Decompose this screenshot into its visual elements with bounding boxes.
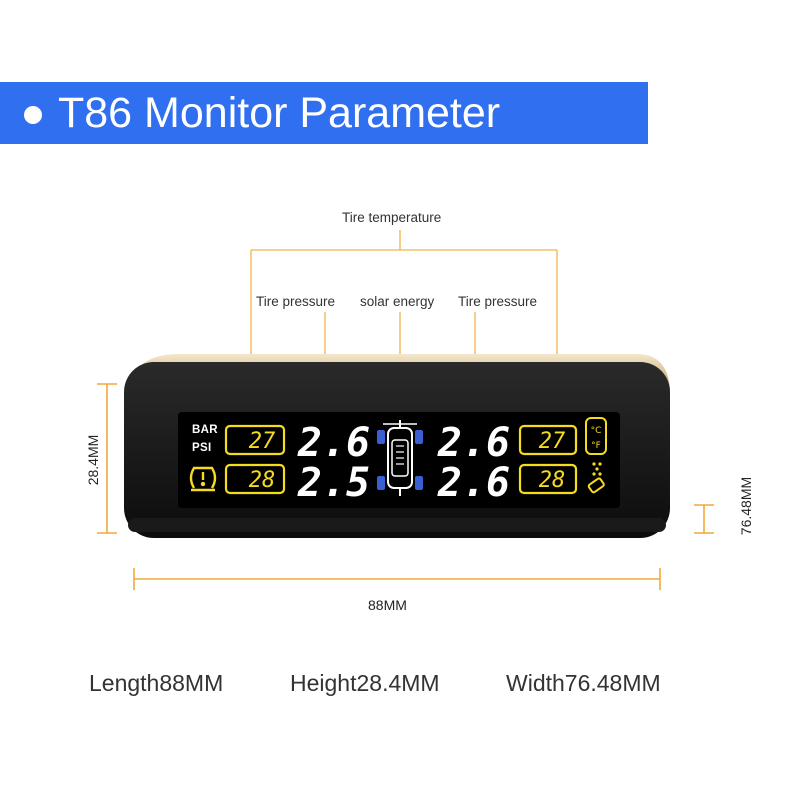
callout-solar-energy: solar energy <box>358 294 437 309</box>
left-pressure-top: 2.6 <box>297 420 370 466</box>
spec-height: Height28.4MM <box>290 670 440 696</box>
page-title: T86 Monitor Parameter <box>58 89 501 137</box>
callout-tire-pressure-right: Tire pressure <box>456 294 540 309</box>
left-pressure-bottom: 2.5 <box>297 460 370 506</box>
tire-rl-icon <box>377 476 385 490</box>
left-temp-bottom: 28 <box>249 468 276 493</box>
svg-text:°C: °C <box>591 426 602 436</box>
lcd-screen <box>178 412 620 508</box>
tire-fl-icon <box>377 430 385 444</box>
battery-icon <box>587 477 605 494</box>
left-temp-top-box <box>224 424 286 456</box>
spec-length: Length88MM <box>89 670 224 696</box>
bullet-icon <box>24 106 42 124</box>
unit-psi: PSI <box>192 442 212 454</box>
right-pressure-top: 2.6 <box>437 420 510 466</box>
right-temp-bottom: 28 <box>539 468 566 493</box>
spec-row: Length88MM Height28.4MM Width76.48MM <box>0 670 800 706</box>
tpms-warning-icon <box>189 466 217 492</box>
callout-tire-temperature: Tire temperature <box>340 210 444 225</box>
thermometer-icon: °C °F <box>585 417 607 455</box>
left-temp-top: 27 <box>249 429 276 454</box>
dimension-lines <box>97 383 714 590</box>
solar-panel-icon <box>592 462 602 476</box>
right-temp-bottom-box <box>518 463 578 495</box>
left-temp-bottom-box <box>224 463 286 495</box>
length-dimension-label: 88MM <box>368 597 407 613</box>
svg-text:°F: °F <box>591 441 601 451</box>
right-temp-top-box <box>518 424 578 456</box>
car-top-view-icon <box>377 420 423 496</box>
unit-bar: BAR <box>192 424 218 436</box>
spec-width: Width76.48MM <box>506 670 661 696</box>
tire-rr-icon <box>415 476 423 490</box>
right-temp-top: 27 <box>539 429 566 454</box>
width-dimension-label: 76.48MM <box>738 476 754 536</box>
callout-tire-pressure-left: Tire pressure <box>254 294 338 309</box>
right-pressure-bottom: 2.6 <box>437 460 510 506</box>
height-dimension-label: 28.4MM <box>85 434 101 486</box>
tire-fr-icon <box>415 430 423 444</box>
title-banner: T86 Monitor Parameter <box>0 82 648 144</box>
